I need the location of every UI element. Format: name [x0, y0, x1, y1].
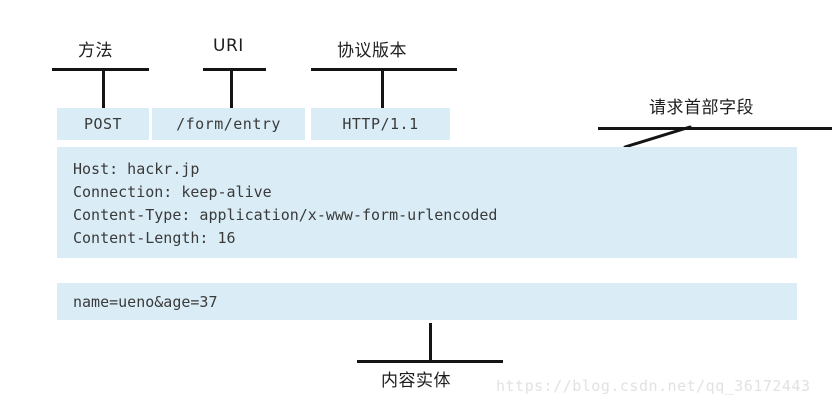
request-method-box: POST [57, 108, 149, 140]
header-line: Content-Type: application/x-www-form-url… [73, 206, 498, 224]
request-version-text: HTTP/1.1 [342, 115, 419, 133]
leader-rule-body-vertical [429, 323, 432, 362]
caption-request-header-fields: 请求首部字段 [649, 98, 754, 118]
request-headers-block: Host: hackr.jp Connection: keep-alive Co… [57, 147, 797, 258]
request-body-block: name=ueno&age=37 [57, 283, 797, 320]
request-uri-text: /form/entry [176, 115, 281, 133]
leader-rule-version-vertical [381, 68, 384, 108]
header-line: Connection: keep-alive [73, 183, 272, 201]
header-line: Host: hackr.jp [73, 160, 200, 178]
caption-uri: URI [213, 36, 244, 56]
caption-message-body: 内容实体 [381, 371, 451, 391]
caption-protocol-version: 协议版本 [337, 41, 407, 61]
leader-pointer-headers-diagonal [623, 125, 692, 149]
request-version-box: HTTP/1.1 [311, 108, 450, 140]
header-line: Content-Length: 16 [73, 229, 236, 247]
request-uri-box: /form/entry [152, 108, 305, 140]
request-body-text: name=ueno&age=37 [73, 292, 218, 311]
leader-rule-method-horizontal [52, 68, 149, 71]
watermark-text: https://blog.csdn.net/qq_36172443 [496, 377, 811, 395]
leader-rule-headers-horizontal [598, 127, 832, 130]
leader-rule-body-horizontal [357, 360, 503, 363]
request-method-text: POST [83, 115, 123, 133]
leader-rule-uri-horizontal [203, 68, 266, 71]
leader-rule-method-vertical [102, 68, 105, 108]
leader-rule-uri-vertical [230, 68, 233, 108]
caption-method: 方法 [78, 41, 113, 61]
leader-rule-version-horizontal [311, 68, 457, 71]
